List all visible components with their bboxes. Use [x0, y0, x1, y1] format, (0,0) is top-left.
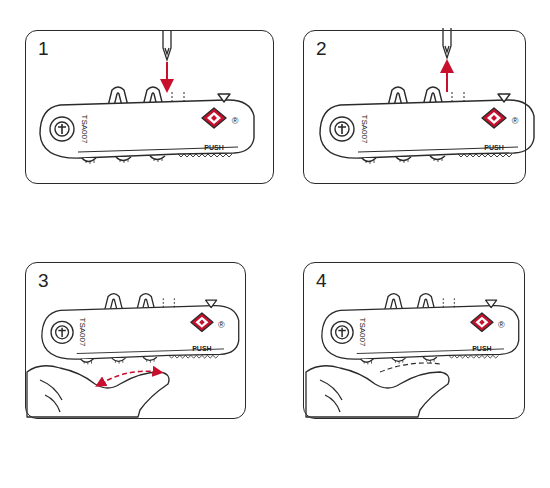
- step-panel: 1: [25, 30, 274, 184]
- push-label: PUSH: [484, 144, 503, 151]
- step-number: 3: [38, 271, 49, 290]
- push-label: PUSH: [192, 345, 211, 352]
- model-mark: TSA007: [80, 115, 88, 144]
- step-panel: 3: [25, 262, 246, 419]
- step-panel: 4: [303, 262, 525, 419]
- step-number: 2: [316, 39, 327, 58]
- registered-mark: ®: [218, 321, 225, 330]
- model-mark: TSA007: [78, 318, 86, 347]
- registered-mark: ®: [232, 117, 239, 126]
- registered-mark: ®: [512, 117, 519, 126]
- push-label: PUSH: [472, 345, 491, 352]
- push-label: PUSH: [204, 144, 223, 151]
- step-number: 4: [316, 271, 327, 290]
- step-number: 1: [38, 39, 49, 58]
- registered-mark: ®: [498, 321, 505, 330]
- model-mark: TSA007: [358, 318, 366, 347]
- model-mark: TSA007: [360, 115, 368, 144]
- step-panel: 2: [303, 30, 526, 184]
